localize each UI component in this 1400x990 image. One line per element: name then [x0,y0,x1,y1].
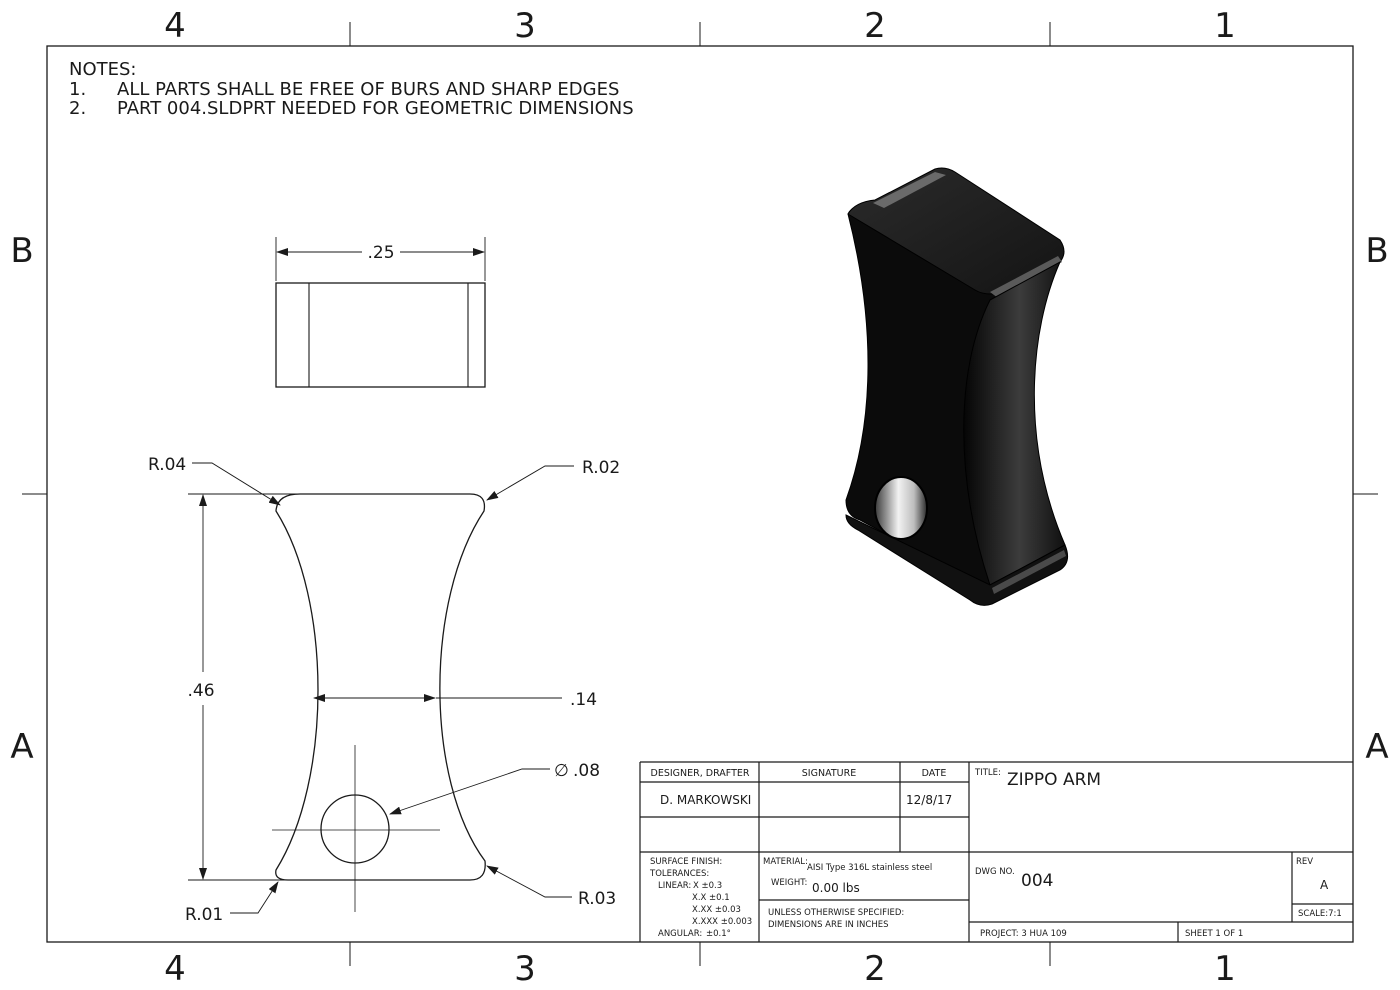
surface-finish-label: SURFACE FINISH: [650,857,722,867]
height-dimension-label: .46 [187,681,214,701]
title-block: DESIGNER, DRAFTER SIGNATURE DATE D. MARK… [639,761,1353,942]
radius-leader-bottom-right [486,865,572,898]
notes-block: NOTES: 1. ALL PARTS SHALL BE FREE OF BUR… [69,59,634,119]
zone-label-bottom-3: 3 [514,949,536,989]
isometric-view [845,167,1069,606]
zone-label-left-b: B [10,231,33,271]
tolerances-label: TOLERANCES: [649,869,709,879]
hole-diameter-symbol: ∅ [554,761,569,781]
tolerance-xxxx: X.XXX ±0.003 [692,917,752,927]
designer-header: DESIGNER, DRAFTER [651,768,750,779]
top-view-outline [275,282,486,388]
zone-label-top-1: 1 [1214,6,1236,46]
iso-top-chamfer [873,172,946,208]
zone-label-top-4: 4 [164,6,186,46]
iso-top-face [847,167,1065,295]
zone-label-bottom-4: 4 [164,949,186,989]
tolerance-xx: X.X ±0.1 [692,893,730,903]
radius-leader-top-right [486,465,574,501]
weight-label: WEIGHT: [771,878,807,888]
sheet-value: SHEET 1 OF 1 [1185,929,1243,939]
angular-tolerance: ±0.1° [706,929,731,939]
drawing-title: ZIPPO ARM [1007,770,1101,790]
iso-hole [874,476,928,540]
note-2-number: 2. [69,98,86,119]
dwg-number-label: DWG NO. [975,867,1015,877]
radius-label-top-right: R.02 [582,458,620,478]
angular-tolerance-label: ANGULAR: [658,929,702,939]
zone-ticks [22,22,1378,966]
zone-label-left-a: A [10,727,33,767]
zone-label-top-3: 3 [514,6,536,46]
iso-bottom-chamfer [992,550,1066,594]
waist-dimension-label: .14 [570,690,597,710]
designer-name: D. MARKOWSKI [660,793,751,807]
unless-specified-line-1: UNLESS OTHERWISE SPECIFIED: [768,908,904,918]
date-header: DATE [922,768,947,779]
zone-label-top-2: 2 [864,6,886,46]
material-value: AISI Type 316L stainless steel [807,863,932,873]
front-view: .46 .14 ∅ .08 R.04 R.02 R.01 R.03 [148,455,620,925]
note-1-number: 1. [69,79,86,100]
rev-value: A [1320,878,1329,892]
weight-value: 0.00 lbs [812,881,860,895]
tolerance-x: X ±0.3 [693,881,722,891]
material-label: MATERIAL: [763,857,808,867]
note-2-text: PART 004.SLDPRT NEEDED FOR GEOMETRIC DIM… [117,98,634,119]
width-dimension-label: .25 [367,243,394,263]
iso-top-chamfer-right [990,256,1062,298]
note-1-text: ALL PARTS SHALL BE FREE OF BURS AND SHAR… [117,79,619,100]
zone-label-bottom-1: 1 [1214,949,1236,989]
zone-label-right-b: B [1365,231,1388,271]
top-view: .25 [275,237,486,388]
project-value: PROJECT: 3 HUA 109 [980,929,1067,939]
radius-leader-top-left [192,462,281,506]
rev-label: REV [1296,857,1313,867]
radius-label-top-left: R.04 [148,455,186,475]
radius-label-bottom-right: R.03 [578,889,616,909]
notes-heading: NOTES: [69,59,137,80]
zone-label-bottom-2: 2 [864,949,886,989]
linear-tolerance-label: LINEAR: [658,881,691,891]
drawing-date: 12/8/17 [906,793,952,807]
scale-value: SCALE:7:1 [1298,909,1342,919]
hole-leader [389,768,550,815]
tolerance-xxx: X.XX ±0.03 [692,905,741,915]
title-label: TITLE: [974,768,1001,778]
zone-label-right-a: A [1365,727,1388,767]
front-view-outline [275,493,486,881]
hole-dimension-label: .08 [573,761,600,781]
radius-label-bottom-left: R.01 [185,905,223,925]
dwg-number: 004 [1021,871,1053,891]
signature-header: SIGNATURE [802,768,856,779]
unless-specified-line-2: DIMENSIONS ARE IN INCHES [768,920,888,930]
radius-leader-bottom-left [230,881,279,914]
